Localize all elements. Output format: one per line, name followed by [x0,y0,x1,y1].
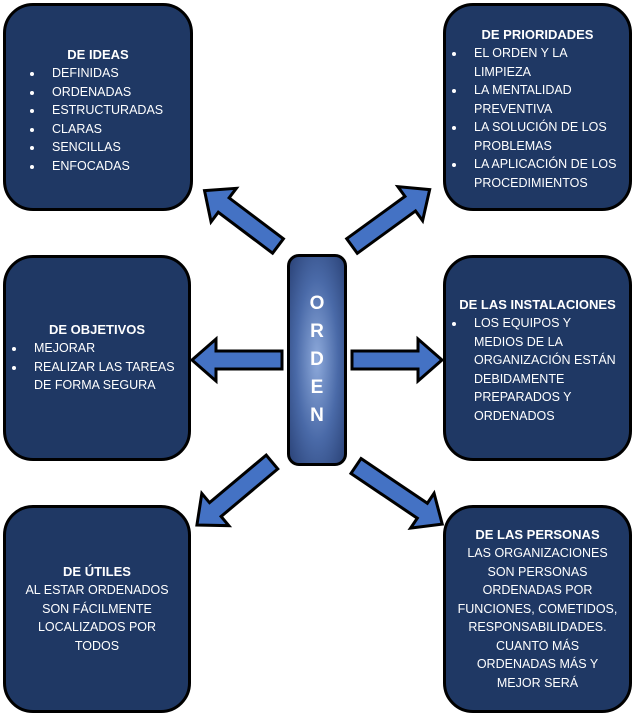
box-title: DE LAS INSTALACIONES [459,297,616,312]
list-item: LA APLICACIÓN DE LOS PROCEDIMIENTOS [466,155,619,192]
box-utiles: DE ÚTILES AL ESTAR ORDENADOS SON FÁCILME… [3,505,191,713]
box-title: DE ÚTILES [63,564,131,579]
arrow-to-ideas [202,186,286,256]
box-prioridades: DE PRIORIDADES EL ORDEN Y LA LIMPIEZA LA… [443,3,632,211]
list-item: ORDENADAS [44,83,180,102]
box-instalaciones: DE LAS INSTALACIONES LOS EQUIPOS Y MEDIO… [443,255,632,461]
arrow-to-personas [348,456,445,531]
list-item: CLARAS [44,120,180,139]
box-text: LAS ORGANIZACIONES SON PERSONAS ORDENADA… [457,546,618,690]
list-item: MEJORAR [26,339,178,358]
orden-letter: N [310,405,324,426]
box-personas: DE LAS PERSONAS LAS ORGANIZACIONES SON P… [443,505,632,713]
list-item: LOS EQUIPOS Y MEDIOS DE LA ORGANIZACIÓN … [466,314,619,425]
list-item: DEFINIDAS [44,64,180,83]
list-item: ENFOCADAS [44,157,180,176]
box-objetivos: DE OBJETIVOS MEJORAR REALIZAR LAS TAREAS… [3,255,191,461]
list-item: SENCILLAS [44,138,180,157]
arrow-to-instalaciones [350,335,445,385]
orden-letter: E [310,377,324,398]
orden-letter: R [310,321,324,342]
box-ideas: DE IDEAS DEFINIDAS ORDENADAS ESTRUCTURAD… [3,3,193,211]
list-item: REALIZAR LAS TAREAS DE FORMA SEGURA [26,358,178,395]
orden-letter: D [310,349,324,370]
list-item: LA MENTALIDAD PREVENTIVA [466,81,619,118]
arrow-to-prioridades [344,184,432,256]
list-item: EL ORDEN Y LA LIMPIEZA [466,44,619,81]
box-title: DE PRIORIDADES [481,27,594,42]
orden-letter: O [309,293,325,314]
box-title: DE OBJETIVOS [48,322,146,338]
box-text: AL ESTAR ORDENADOS SON FÁCILMENTE LOCALI… [25,583,169,653]
box-title: DE IDEAS [67,47,129,62]
list-item: ESTRUCTURADAS [44,101,180,120]
list-item: LA SOLUCIÓN DE LOS PROBLEMAS [466,118,619,155]
arrow-to-objetivos [189,335,284,385]
box-title: DE LAS PERSONAS [475,527,600,542]
orden-center-box: O R D E N [287,254,347,466]
arrow-to-utiles [195,452,280,528]
